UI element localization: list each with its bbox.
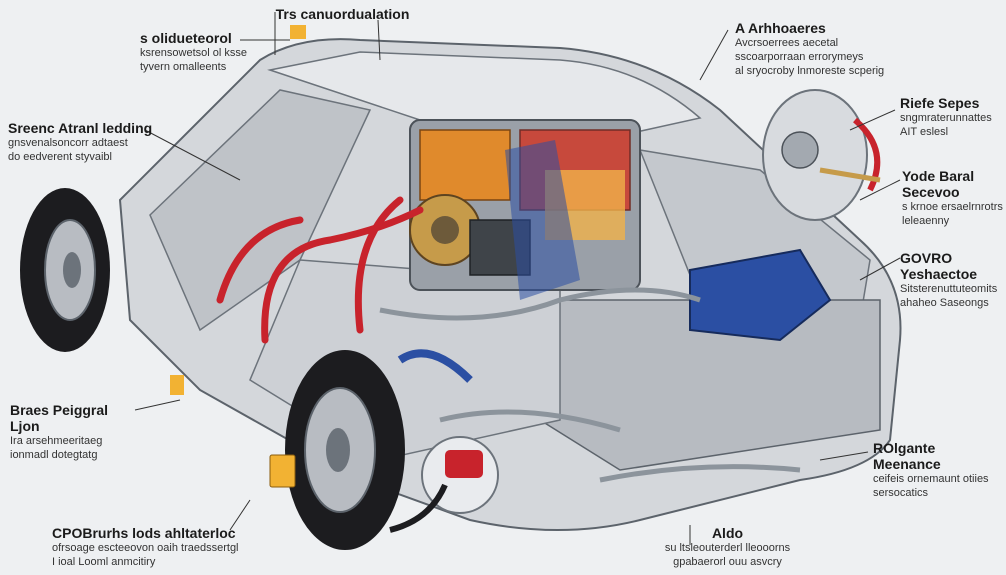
- label-right-3: GOVRO Yeshaectoe Sitsterenuttuteomits ah…: [900, 250, 1006, 310]
- label-right-2: Yode Baral Secevoo s krnoe ersaelrnrotrs…: [902, 168, 1006, 228]
- label-title: ROlgante Meenance: [873, 440, 941, 472]
- label-line: do eedverent styvaibl: [8, 151, 112, 163]
- label-top-center: Trs canuordualation: [255, 6, 430, 22]
- hoses: [216, 196, 424, 344]
- label-bottom-left: CPOBrurhs lods ahltaterloc ofrsoage esct…: [52, 525, 252, 569]
- label-left-lower: Braes Peiggral Ljon Ira arsehmeeritaeg i…: [10, 402, 140, 462]
- label-line: al sryocroby lnmoreste scperig: [735, 65, 885, 77]
- coolant-system: [397, 140, 832, 383]
- label-line: ofrsoage escteeovon oaih traedssertgl: [52, 542, 239, 554]
- label-line: Sitsterenuttuteomits: [900, 283, 998, 295]
- label-line: gpabaerorl ouu asvcry: [673, 556, 782, 568]
- pipes: [379, 287, 801, 483]
- label-line: ksrensowetsol ol ksse: [140, 47, 247, 59]
- label-line: sngmraterunnattes: [900, 112, 992, 124]
- label-right-4: ROlgante Meenance ceifeis ornemaunt otii…: [873, 440, 1006, 500]
- label-title: A Arhhoaeres: [735, 20, 826, 36]
- label-title: Aldo: [711, 525, 744, 541]
- rear-wheel: [20, 188, 110, 352]
- leader-lines: [134, 12, 901, 545]
- label-line: gnsvenalsoncorr adtaest: [8, 137, 128, 149]
- brake-detail-callout: [389, 436, 499, 533]
- label-top-left: s olidueteorol ksrensowetsol ol ksse tyv…: [140, 30, 290, 74]
- label-title: GOVRO Yeshaectoe: [900, 250, 978, 282]
- label-title: Sreenc Atranl ledding: [8, 120, 153, 136]
- label-line: AIT eslesl: [900, 126, 949, 138]
- label-title: Trs canuordualation: [275, 6, 410, 22]
- label-top-right: A Arhhoaeres Avcrsoerrees aecetal sscoar…: [735, 20, 915, 78]
- label-line: tyvern omalleents: [140, 61, 227, 73]
- label-bottom-center: Aldo su ltsleouterderl lleooorns gpabaer…: [620, 525, 835, 569]
- label-line: ceifeis ornemaunt otiies: [873, 473, 989, 485]
- label-line: s krnoe ersaelrnrotrs: [902, 201, 1003, 213]
- label-line: ahaheo Saseongs: [900, 297, 989, 309]
- label-line: ionmadl dotegtatg: [10, 449, 98, 461]
- label-line: sscoarporraan errorymeys: [735, 51, 864, 63]
- label-line: leleaenny: [902, 215, 950, 227]
- label-line: Ira arsehmeeritaeg: [10, 435, 103, 447]
- detail-magnifier: [762, 89, 881, 221]
- label-title: Riefe Sepes: [900, 95, 980, 111]
- label-title: Braes Peiggral Ljon: [10, 402, 109, 434]
- label-line: I ioal Looml anmcitiry: [52, 556, 156, 568]
- label-line: sersocatics: [873, 487, 929, 499]
- label-left-upper: Sreenc Atranl ledding gnsvenalsoncorr ad…: [8, 120, 158, 164]
- label-line: su ltsleouterderl lleooorns: [664, 542, 791, 554]
- label-title: Yode Baral Secevoo: [902, 168, 975, 200]
- front-wheel: [285, 350, 405, 550]
- label-title: CPOBrurhs lods ahltaterloc: [52, 525, 236, 541]
- marker-tags: [170, 25, 306, 488]
- label-line: Avcrsoerrees aecetal: [735, 37, 839, 49]
- label-right-1: Riefe Sepes sngmraterunnattes AIT eslesl: [900, 95, 1004, 139]
- label-title: s olidueteorol: [140, 30, 232, 46]
